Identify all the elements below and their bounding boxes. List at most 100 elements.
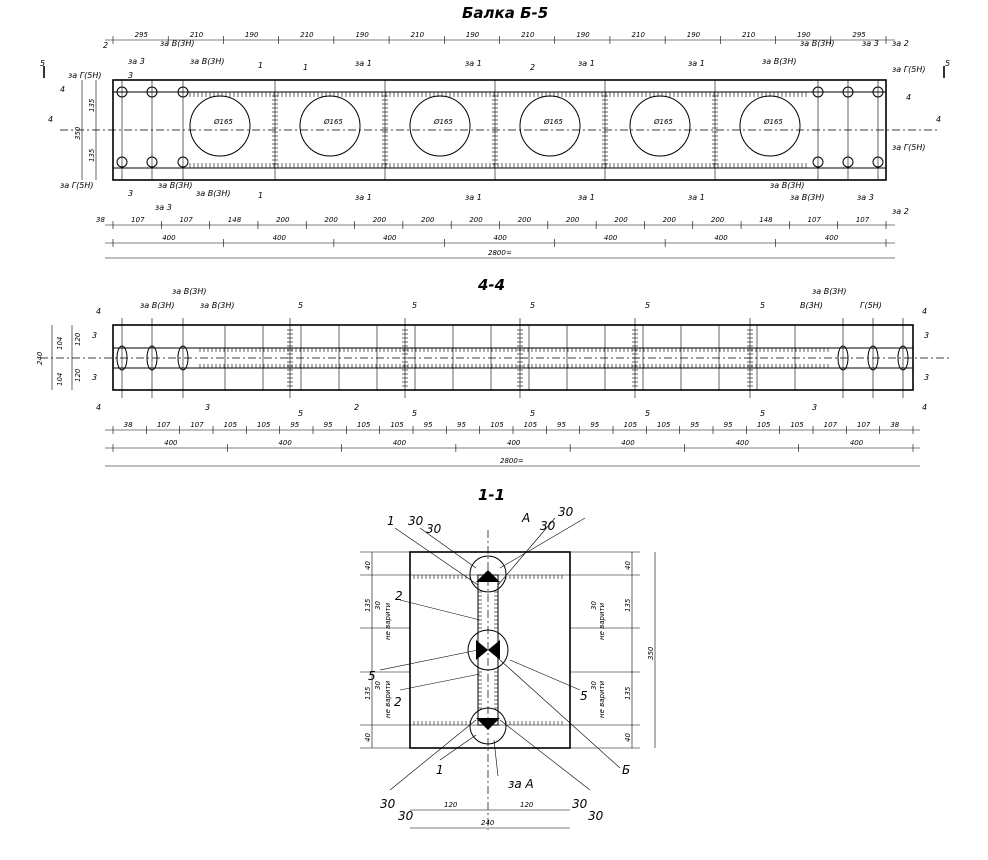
sec-label-2-b: 2 [394, 695, 402, 709]
plan-callout-5-i: 5 [645, 409, 650, 418]
callout-2-top: 2 [530, 63, 535, 72]
plan-dim-label: 95 [724, 421, 733, 429]
callout-za3-left: за 3 [128, 57, 145, 66]
sec-30-top-b: 30 [426, 522, 442, 536]
sec-30-bot-a: 30 [380, 797, 396, 811]
top-dim-label: 295 [135, 31, 149, 39]
callout-za-v-top-right2: за В(3Н) [762, 57, 797, 66]
plan-dim-label: 105 [490, 421, 504, 429]
callout-za3-bot-right: за 3 [857, 193, 874, 202]
plan-dim-label: 105 [790, 421, 804, 429]
cut-4-left: 4 [48, 115, 53, 124]
sec-30-rb: 30 [590, 681, 598, 690]
callout-1-topb: 1 [303, 63, 308, 72]
top-dim-label: 190 [797, 31, 811, 39]
callout-1-top: 1 [258, 61, 263, 70]
sec-h-135-a: 135 [364, 598, 372, 612]
section-1-1-view: 40 135 135 40 40 135 135 40 350 120 120 … [360, 505, 656, 830]
plan-dim-label: 95 [690, 421, 699, 429]
plan-dim-label: 95 [457, 421, 466, 429]
weld-ticks [189, 92, 807, 168]
sec-label-1-top: 1 [387, 514, 395, 528]
plan-callout-5-f: 5 [298, 409, 303, 418]
mid-dim-label: 200 [518, 216, 532, 224]
top-dim-label: 190 [576, 31, 590, 39]
top-dim-label: 190 [355, 31, 369, 39]
plan-dim-label: 107 [157, 421, 171, 429]
section-1-1-title: 1-1 [478, 486, 505, 504]
sec-label-B: Б [622, 763, 630, 777]
mid-dim-label: 200 [276, 216, 290, 224]
mid-dim-label: 200 [373, 216, 387, 224]
mid-dim-label: 200 [663, 216, 677, 224]
mid-dim-label: 148 [228, 216, 242, 224]
plan-callout-3-br: 3 [924, 373, 929, 382]
callout-za3-bot-left: за 3 [155, 203, 172, 212]
sec-30-bot-c: 30 [572, 797, 588, 811]
plan-dim-label: 95 [590, 421, 599, 429]
plan-callout-5-g: 5 [412, 409, 417, 418]
callout-za-g-bot-left: за Г(5Н) [60, 181, 94, 190]
plan-panel-dim-label: 400 [621, 439, 635, 447]
plan-height-120-a: 120 [74, 332, 82, 346]
plan-callout-za-v: за В(3Н) [172, 287, 207, 296]
plan-callout-5-j: 5 [760, 409, 765, 418]
sec-30-lb: 30 [374, 681, 382, 690]
callout-za-g-top-left: за Г(5Н) [68, 71, 102, 80]
callout-za-v-top-left: за В(3Н) [160, 39, 195, 48]
hole-label-4: Ø165 [543, 118, 563, 126]
height-350: 350 [74, 126, 82, 140]
mid-dim-label: 107 [179, 216, 193, 224]
sec-30-bot-d: 30 [588, 809, 604, 823]
sec-w-240: 240 [481, 819, 495, 827]
sec-30-bot-b: 30 [398, 809, 414, 823]
section-weld-ticks [413, 575, 563, 725]
plan-callout-za-v3: за В(3Н) [200, 301, 235, 310]
top-dim-label: 210 [300, 31, 314, 39]
weld-symbols [476, 570, 500, 730]
plan-callout-v-right: В(3Н) [800, 301, 823, 310]
callout-za-v-top-right: за В(3Н) [800, 39, 835, 48]
plan-dim-label: 105 [524, 421, 538, 429]
sec-h-40-c: 40 [624, 561, 632, 570]
mid-dim-label: 200 [566, 216, 580, 224]
plan-callout-3-right: 3 [812, 403, 817, 412]
top-dim-label: 210 [521, 31, 535, 39]
top-dim-label: 190 [687, 31, 701, 39]
callout-1-bot: 1 [258, 191, 263, 200]
sec-30-lt: 30 [374, 601, 382, 610]
plan-dim-label: 95 [324, 421, 333, 429]
hole-label-3: Ø165 [433, 118, 453, 126]
plan-panel-dim-label: 400 [507, 439, 521, 447]
plan-dim-label: 95 [557, 421, 566, 429]
plan-end-nodes [116, 345, 909, 371]
plan-dim-label: 107 [824, 421, 838, 429]
plan-callout-za-v2: за В(3Н) [140, 301, 175, 310]
mid-dim-label: 107 [856, 216, 870, 224]
ne-varit-left-top: не варити [384, 602, 392, 640]
sec-label-A: А [521, 511, 530, 525]
plan-dim-label: 105 [624, 421, 638, 429]
plan-outline [112, 324, 914, 391]
hole-1 [189, 95, 251, 157]
mid-dim-label: 200 [324, 216, 338, 224]
sec-h-135-c: 135 [624, 598, 632, 612]
section-4-4-view: 38 107 107 105 105 95 95 105 105 95 95 105 105 95 95 10… [36, 287, 950, 467]
sec-h-40-d: 40 [624, 733, 632, 742]
ne-varit-right-bot: не варити [598, 680, 606, 718]
callout-3-bot: 3 [128, 189, 133, 198]
plan-dim-label: 105 [357, 421, 371, 429]
plan-dim-label: 107 [857, 421, 871, 429]
sec-30-top-c: 30 [540, 519, 556, 533]
plan-dim-label: 105 [390, 421, 404, 429]
sec-h-135-b: 135 [364, 686, 372, 700]
plan-panel-dim-label: 400 [164, 439, 178, 447]
panel-dim-label: 400 [494, 234, 508, 242]
plan-dim-label: 38 [124, 421, 133, 429]
elevation-total: 2800= [488, 249, 512, 257]
hole-label-6: Ø165 [763, 118, 783, 126]
